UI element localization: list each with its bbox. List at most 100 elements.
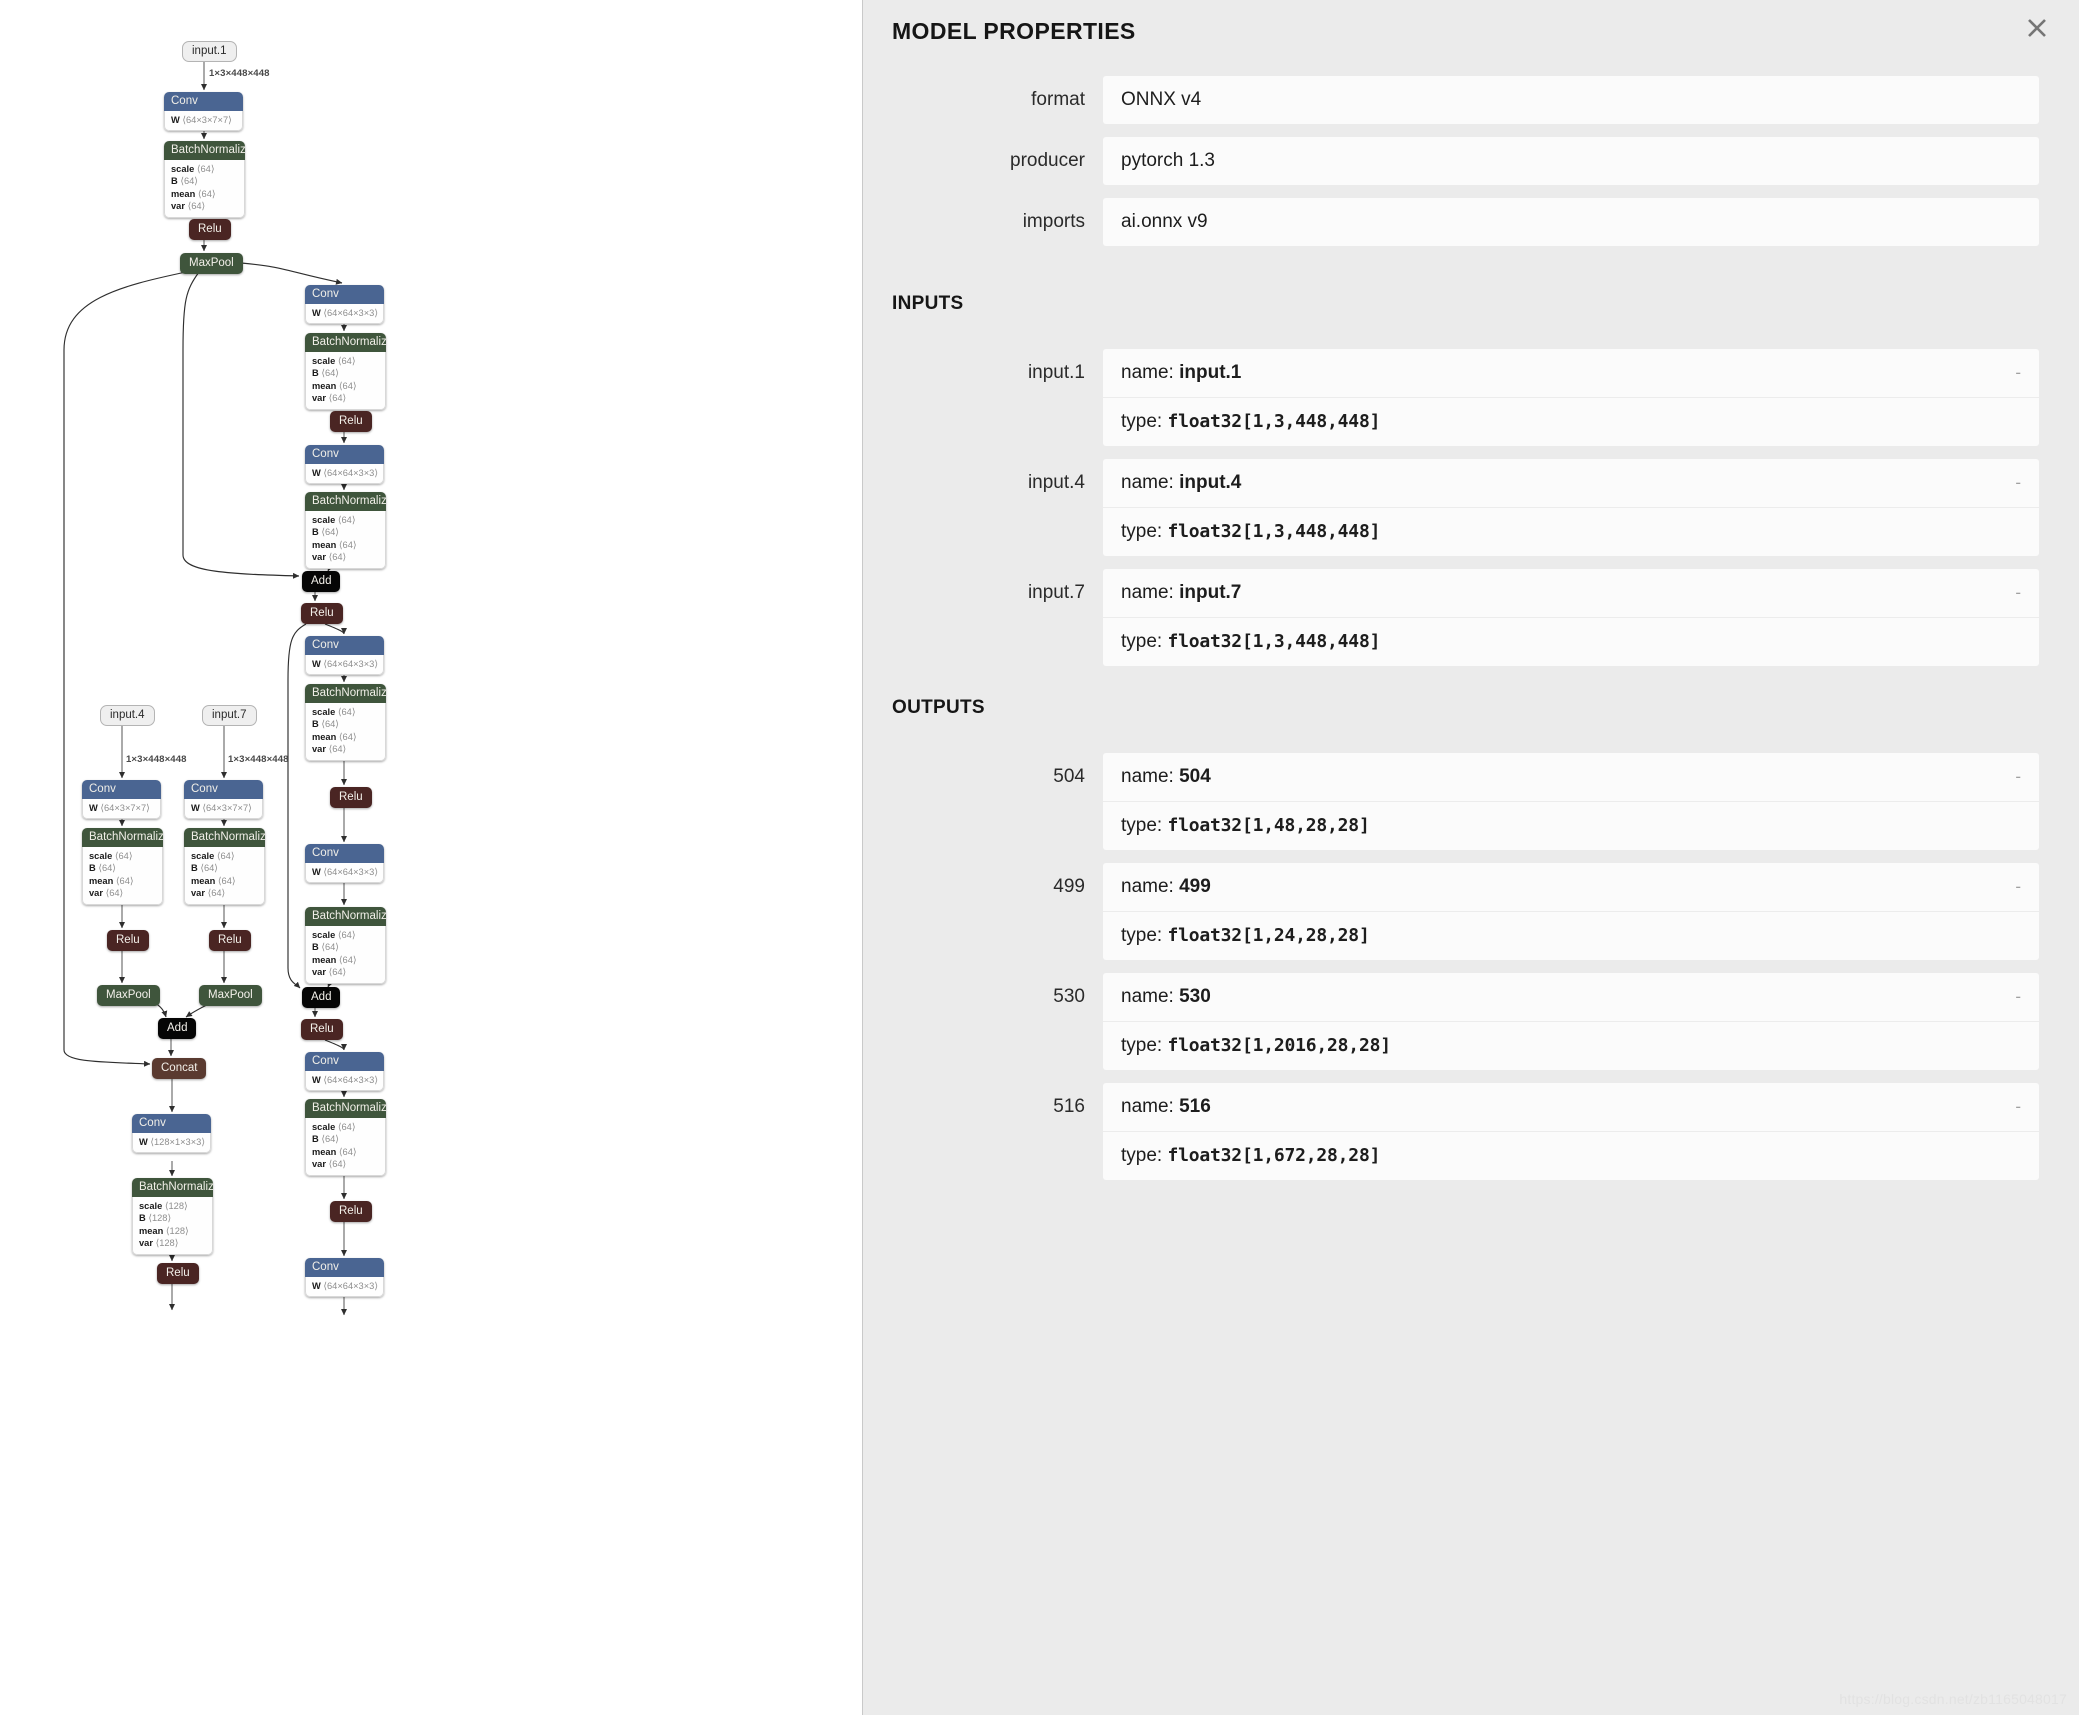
node-title[interactable]: Relu [209,930,251,951]
io-node-label[interactable]: input.4 [100,705,155,726]
node-box[interactable]: BatchNormalizationscale ⟨64⟩B ⟨64⟩mean ⟨… [82,828,163,905]
graph-node-relu[interactable]: Relu [189,219,231,240]
input-name-line[interactable]: name: input.4- [1103,459,2039,507]
node-box[interactable]: BatchNormalizationscale ⟨64⟩B ⟨64⟩mean ⟨… [305,684,386,761]
graph-io-node[interactable]: input.4 [100,705,155,726]
property-value[interactable]: ONNX v4 [1103,76,2039,124]
graph-node-batchnormalization[interactable]: BatchNormalizationscale ⟨64⟩B ⟨64⟩mean ⟨… [184,828,265,905]
input-name-line[interactable]: name: input.7- [1103,569,2039,617]
node-title[interactable]: Relu [107,930,149,951]
collapse-toggle-icon[interactable]: - [2015,767,2021,786]
graph-node-batchnormalization[interactable]: BatchNormalizationscale ⟨64⟩B ⟨64⟩mean ⟨… [305,907,386,984]
output-card[interactable]: name: 530-type: float32[1,2016,28,28] [1103,973,2039,1070]
graph-node-relu[interactable]: Relu [301,1019,343,1040]
node-title[interactable]: Add [302,571,341,592]
node-title[interactable]: Add [302,987,341,1008]
collapse-toggle-icon[interactable]: - [2015,583,2021,602]
output-name-line[interactable]: name: 499- [1103,863,2039,911]
graph-node-batchnormalization[interactable]: BatchNormalizationscale ⟨64⟩B ⟨64⟩mean ⟨… [82,828,163,905]
node-title[interactable]: MaxPool [97,985,160,1006]
graph-node-batchnormalization[interactable]: BatchNormalizationscale ⟨64⟩B ⟨64⟩mean ⟨… [305,1099,386,1176]
node-title[interactable]: Relu [330,787,372,808]
node-title[interactable]: Relu [330,411,372,432]
output-name-line[interactable]: name: 504- [1103,753,2039,801]
node-box[interactable]: BatchNormalizationscale ⟨64⟩B ⟨64⟩mean ⟨… [305,1099,386,1176]
node-box[interactable]: BatchNormalizationscale ⟨64⟩B ⟨64⟩mean ⟨… [305,907,386,984]
collapse-toggle-icon[interactable]: - [2015,363,2021,382]
node-box[interactable]: BatchNormalizationscale ⟨128⟩B ⟨128⟩mean… [132,1178,213,1255]
io-node-label[interactable]: input.1 [182,41,237,62]
graph-node-relu[interactable]: Relu [107,930,149,951]
graph-node-relu[interactable]: Relu [209,930,251,951]
node-title[interactable]: MaxPool [199,985,262,1006]
io-node-label[interactable]: input.7 [202,705,257,726]
model-graph-canvas[interactable]: input.1 input.4 input.7 1×3×448×448 1×3×… [0,0,862,1715]
graph-node-add[interactable]: Add [302,571,341,592]
collapse-toggle-icon[interactable]: - [2015,473,2021,492]
graph-node-relu[interactable]: Relu [157,1263,199,1284]
node-title[interactable]: Concat [152,1058,207,1079]
graph-io-node[interactable]: input.7 [202,705,257,726]
graph-node-add[interactable]: Add [158,1018,197,1039]
graph-node-relu[interactable]: Relu [301,603,343,624]
node-box[interactable]: BatchNormalizationscale ⟨64⟩B ⟨64⟩mean ⟨… [305,492,386,569]
output-card[interactable]: name: 504-type: float32[1,48,28,28] [1103,753,2039,850]
input-card[interactable]: name: input.4-type: float32[1,3,448,448] [1103,459,2039,556]
property-value[interactable]: pytorch 1.3 [1103,137,2039,185]
graph-node-relu[interactable]: Relu [330,411,372,432]
graph-node-batchnormalization[interactable]: BatchNormalizationscale ⟨64⟩B ⟨64⟩mean ⟨… [164,141,245,218]
collapse-toggle-icon[interactable]: - [2015,987,2021,1006]
graph-node-maxpool[interactable]: MaxPool [97,985,160,1006]
node-title[interactable]: Relu [301,603,343,624]
graph-node-batchnormalization[interactable]: BatchNormalizationscale ⟨128⟩B ⟨128⟩mean… [132,1178,213,1255]
node-title[interactable]: Relu [189,219,231,240]
graph-node-concat[interactable]: Concat [152,1058,207,1079]
node-title[interactable]: Relu [330,1201,372,1222]
graph-node-batchnormalization[interactable]: BatchNormalizationscale ⟨64⟩B ⟨64⟩mean ⟨… [305,333,386,410]
node-title[interactable]: Relu [301,1019,343,1040]
node-title[interactable]: MaxPool [180,253,243,274]
input-name-line[interactable]: name: input.1- [1103,349,2039,397]
graph-node-batchnormalization[interactable]: BatchNormalizationscale ⟨64⟩B ⟨64⟩mean ⟨… [305,492,386,569]
output-name-line[interactable]: name: 530- [1103,973,2039,1021]
close-icon[interactable] [2017,8,2057,48]
input-card[interactable]: name: input.7-type: float32[1,3,448,448] [1103,569,2039,666]
graph-node-maxpool[interactable]: MaxPool [199,985,262,1006]
graph-node-add[interactable]: Add [302,987,341,1008]
node-box[interactable]: BatchNormalizationscale ⟨64⟩B ⟨64⟩mean ⟨… [164,141,245,218]
graph-io-node[interactable]: input.1 [182,41,237,62]
output-card[interactable]: name: 499-type: float32[1,24,28,28] [1103,863,2039,960]
output-name-line[interactable]: name: 516- [1103,1083,2039,1131]
node-box[interactable]: BatchNormalizationscale ⟨64⟩B ⟨64⟩mean ⟨… [305,333,386,410]
collapse-toggle-icon[interactable]: - [2015,1097,2021,1116]
graph-node-relu[interactable]: Relu [330,787,372,808]
property-value[interactable]: ai.onnx v9 [1103,198,2039,246]
node-box[interactable]: BatchNormalizationscale ⟨64⟩B ⟨64⟩mean ⟨… [184,828,265,905]
graph-node-relu[interactable]: Relu [330,1201,372,1222]
graph-node-batchnormalization[interactable]: BatchNormalizationscale ⟨64⟩B ⟨64⟩mean ⟨… [305,684,386,761]
input-card[interactable]: name: input.1-type: float32[1,3,448,448] [1103,349,2039,446]
node-title[interactable]: Add [158,1018,197,1039]
output-card[interactable]: name: 516-type: float32[1,672,28,28] [1103,1083,2039,1180]
collapse-toggle-icon[interactable]: - [2015,877,2021,896]
